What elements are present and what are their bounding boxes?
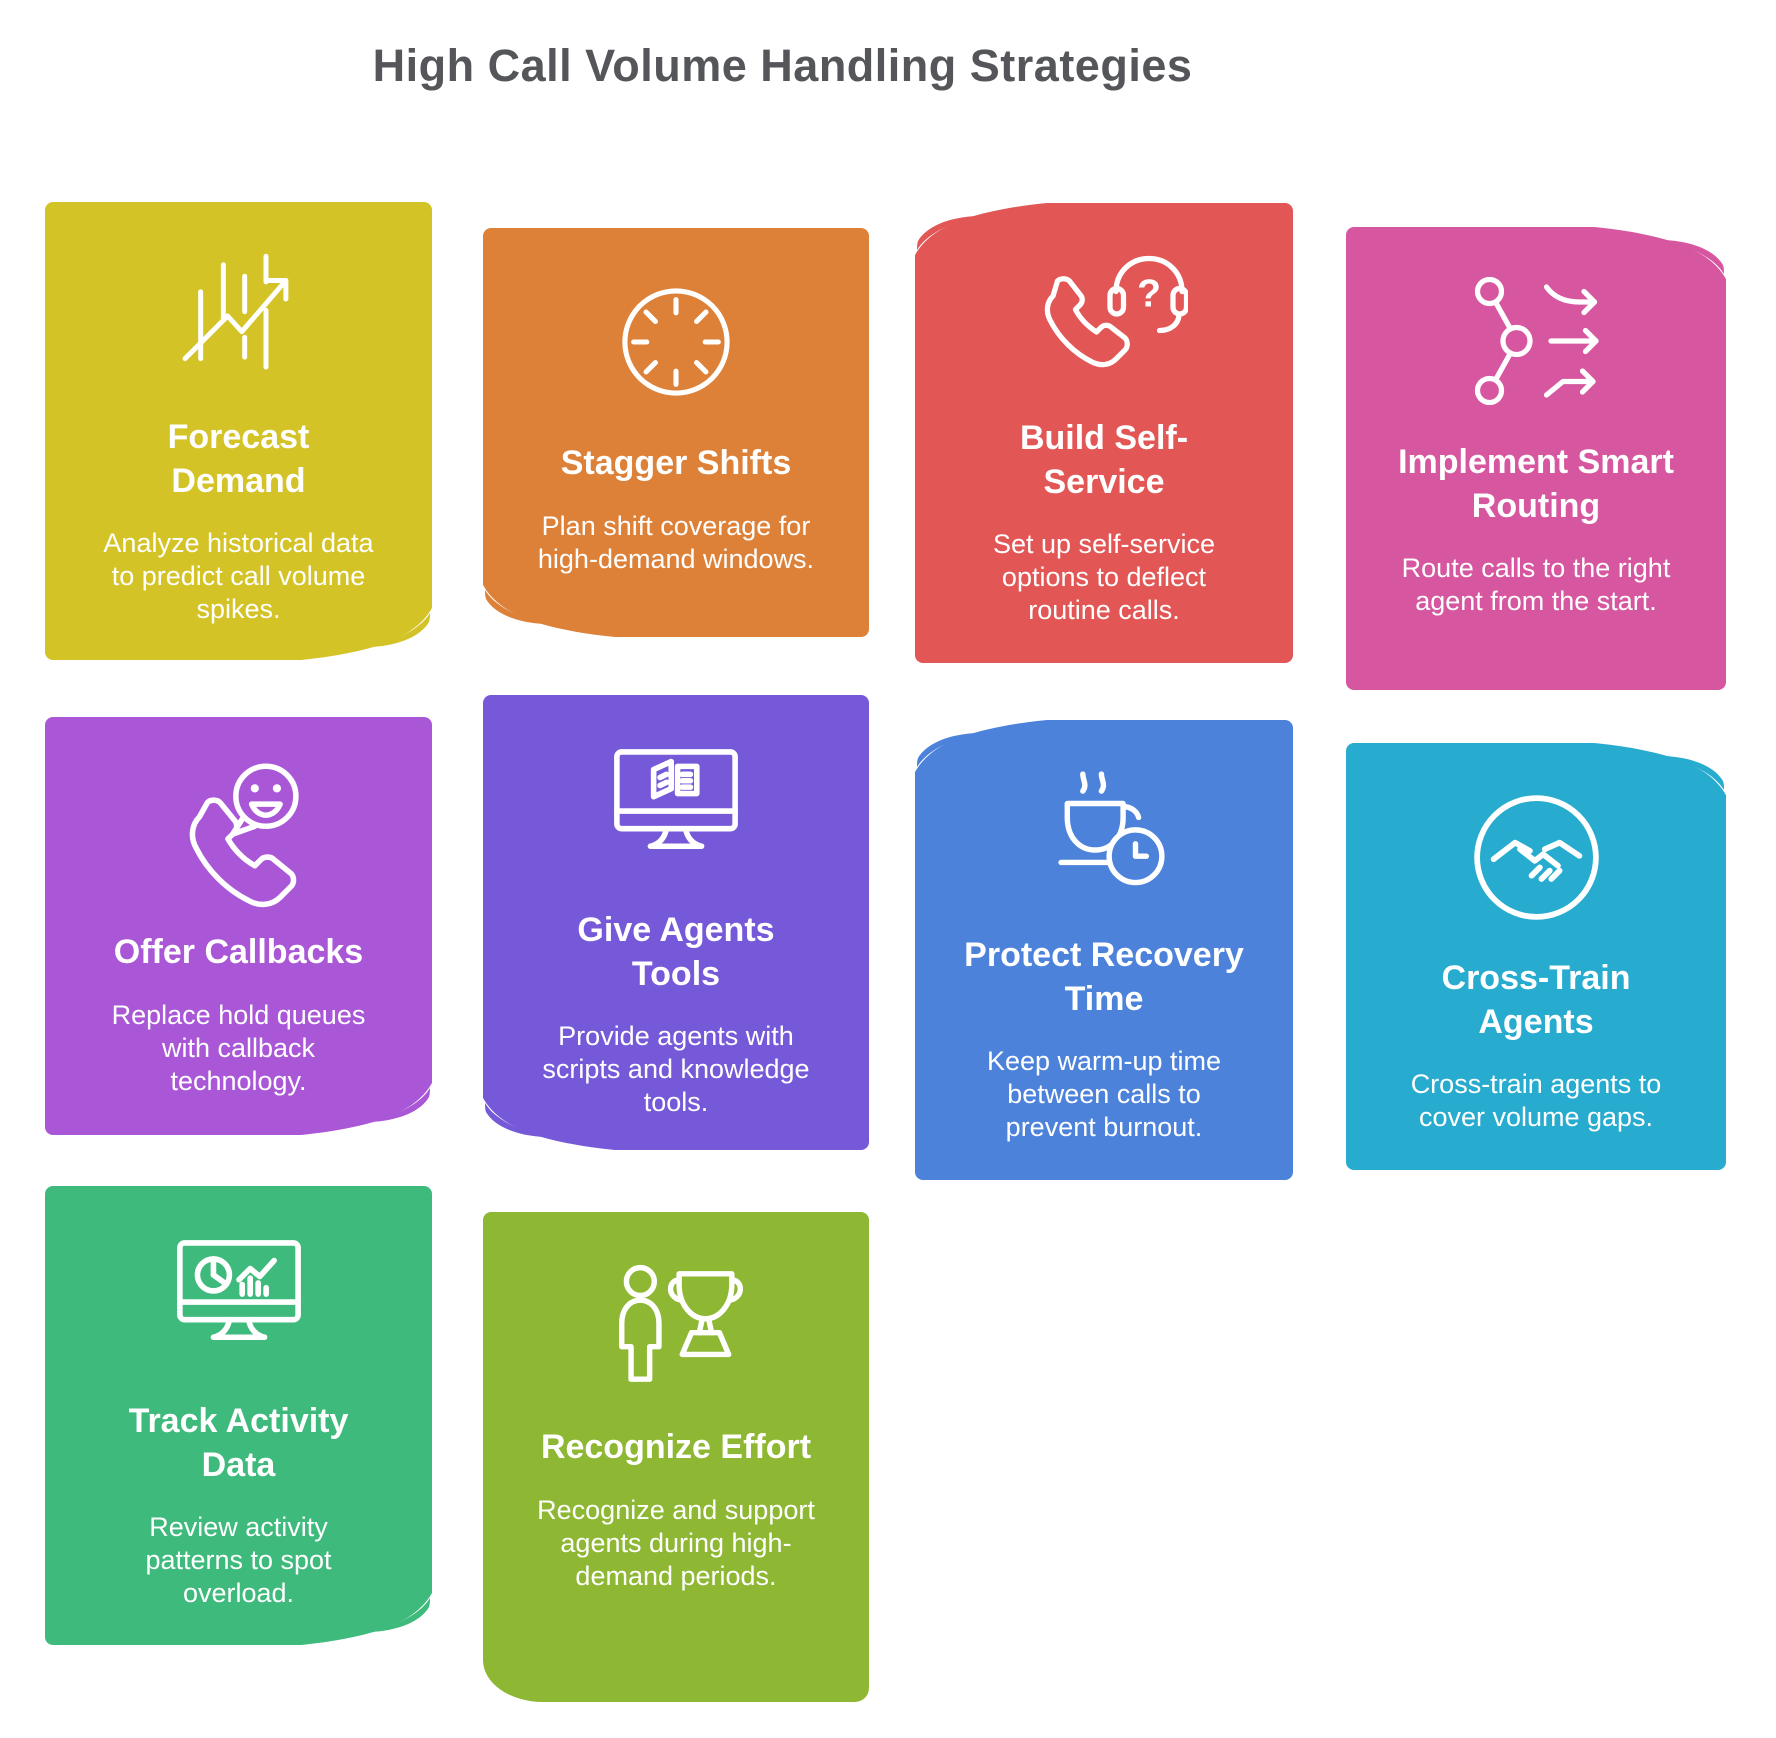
card-description: Keep warm-up time between calls to preve… bbox=[986, 1046, 1222, 1143]
card-title: Protect Recovery Time bbox=[964, 936, 1244, 1018]
card-description: Provide agents with scripts and knowledg… bbox=[542, 1021, 810, 1118]
person-trophy-icon bbox=[596, 1250, 756, 1402]
card-implement-smart-routing: Implement Smart Routing Route calls to t… bbox=[1346, 225, 1727, 690]
card-title: Track Activity Data bbox=[128, 1402, 349, 1484]
monitor-document-icon bbox=[596, 733, 756, 885]
card-title: Forecast Demand bbox=[167, 418, 310, 500]
card-description: Recognize and support agents during high… bbox=[537, 1494, 815, 1591]
coffee-clock-icon bbox=[1027, 758, 1182, 910]
clock-dial-icon bbox=[603, 266, 749, 418]
phone-smile-icon bbox=[158, 755, 320, 908]
card-title: Offer Callbacks bbox=[113, 933, 364, 971]
card-stagger-shifts: Stagger Shifts Plan shift coverage for h… bbox=[482, 228, 869, 639]
card-description: Review activity patterns to spot overloa… bbox=[145, 1512, 332, 1609]
card-build-self-service: ? Build Self-Service Set up self-service… bbox=[914, 201, 1293, 663]
svg-text:?: ? bbox=[1137, 273, 1161, 316]
card-title: Recognize Effort bbox=[540, 1428, 812, 1466]
smart-routing-icon bbox=[1461, 265, 1611, 417]
card-description: Plan shift coverage for high-demand wind… bbox=[537, 510, 815, 574]
card-cross-train-agents: Cross-Train Agents Cross-train agents to… bbox=[1346, 741, 1727, 1170]
card-title: Implement Smart Routing bbox=[1398, 443, 1674, 525]
card-description: Analyze historical data to predict call … bbox=[103, 528, 374, 625]
card-recognize-effort: Recognize Effort Recognize and support a… bbox=[483, 1212, 869, 1702]
card-track-activity-data: Track Activity Data Review activity patt… bbox=[45, 1186, 433, 1647]
card-description: Replace hold queues with callback techno… bbox=[111, 999, 366, 1096]
card-title: Cross-Train Agents bbox=[1441, 959, 1631, 1041]
handshake-icon bbox=[1454, 781, 1619, 933]
page-title: High Call Volume Handling Strategies bbox=[372, 40, 1193, 91]
card-description: Cross-train agents to cover volume gaps. bbox=[1410, 1069, 1662, 1133]
card-title: Build Self-Service bbox=[1019, 419, 1189, 501]
card-give-agents-tools: Give Agents Tools Provide agents with sc… bbox=[482, 695, 869, 1152]
monitor-stats-icon bbox=[159, 1224, 319, 1376]
card-description: Route calls to the right agent from the … bbox=[1401, 553, 1671, 617]
card-title: Give Agents Tools bbox=[577, 911, 775, 993]
card-forecast-demand: Forecast Demand Analyze historical data … bbox=[45, 202, 433, 662]
trend-chart-icon bbox=[164, 240, 314, 392]
card-title: Stagger Shifts bbox=[560, 444, 792, 482]
card-description: Set up self-service options to deflect r… bbox=[992, 529, 1216, 626]
page-curl-decoration bbox=[482, 583, 642, 639]
phone-headset-icon: ? bbox=[1020, 241, 1188, 393]
card-offer-callbacks: Offer Callbacks Replace hold queues with… bbox=[45, 717, 433, 1137]
card-protect-recovery-time: Protect Recovery Time Keep warm-up time … bbox=[914, 718, 1293, 1180]
